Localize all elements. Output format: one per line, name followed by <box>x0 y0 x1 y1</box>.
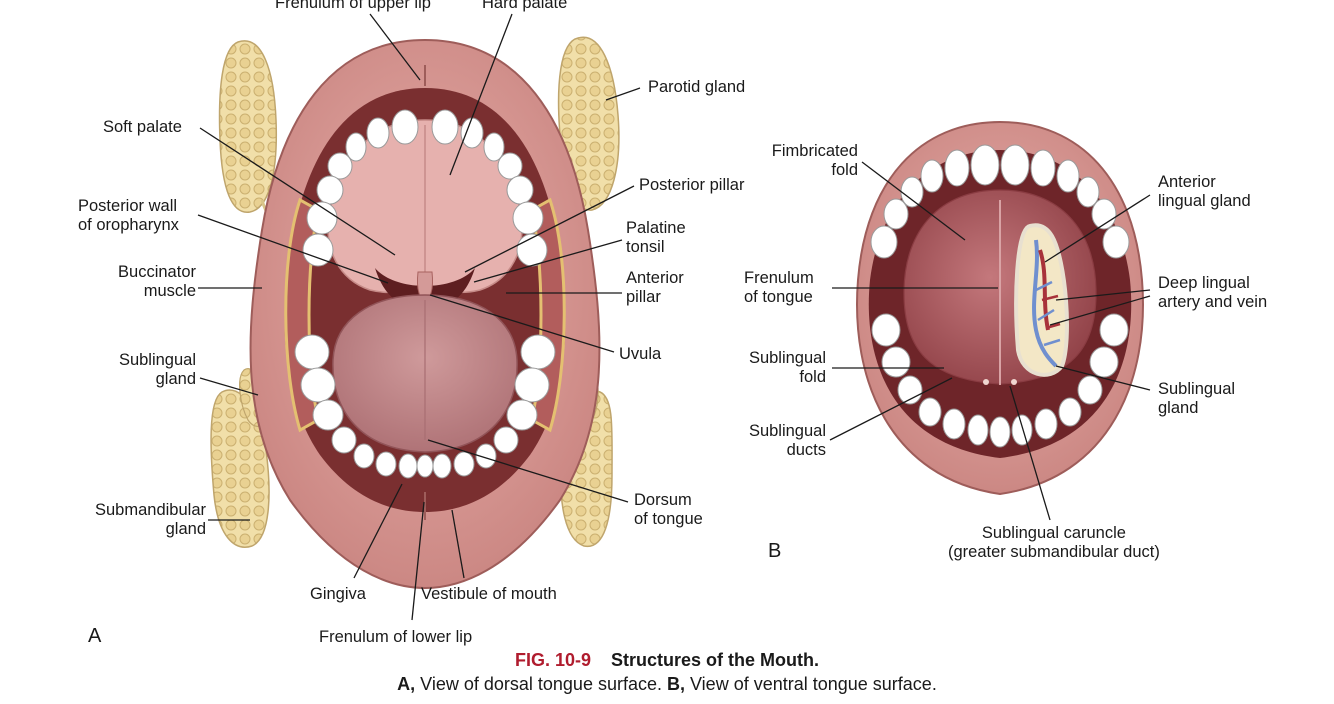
cutaway-window <box>1014 223 1069 377</box>
label-parotid-gland: Parotid gland <box>648 78 746 96</box>
label-submandibular-gland: Submandibular gland <box>95 501 206 538</box>
panel-a-leaders <box>197 13 641 621</box>
label-vestibule-of-mouth: Vestibule of mouth <box>421 585 557 603</box>
label-uvula: Uvula <box>619 345 662 363</box>
label-anterior-pillar: Anterior pillar <box>626 269 684 306</box>
caption-b-letter: B, <box>667 674 685 694</box>
label-deep-lingual-artery-vein: Deep lingual artery and vein <box>1158 274 1268 311</box>
figure-caption-body: A, View of dorsal tongue surface. B, Vie… <box>0 674 1334 695</box>
label-sublingual-gland-a: Sublingual gland <box>118 351 196 388</box>
upper-teeth-b <box>870 144 1130 259</box>
caption-b-text: View of ventral tongue surface. <box>685 674 937 694</box>
panel-b-drawing <box>856 120 1144 496</box>
label-sublingual-ducts: Sublingual ducts <box>748 422 826 459</box>
label-soft-palate: Soft palate <box>103 118 182 136</box>
label-posterior-wall-oropharynx: Posterior wall of oropharynx <box>78 197 179 234</box>
label-posterior-pillar: Posterior pillar <box>639 176 745 194</box>
label-hard-palate: Hard palate <box>482 0 568 12</box>
label-gingiva: Gingiva <box>310 585 366 603</box>
label-dorsum-of-tongue: Dorsum of tongue <box>634 491 703 528</box>
upper-teeth <box>302 109 548 267</box>
lower-teeth-b <box>871 313 1129 448</box>
label-palatine-tonsil: Palatine tonsil <box>626 219 686 256</box>
panel-b-leaders <box>829 161 1151 521</box>
label-sublingual-fold: Sublingual fold <box>748 349 826 386</box>
figure-number: FIG. 10-9 <box>514 650 591 670</box>
figure-title: Structures of the Mouth. <box>611 650 820 670</box>
label-buccinator-muscle: Buccinator muscle <box>118 263 196 300</box>
label-frenulum-lower-lip: Frenulum of lower lip <box>319 628 473 646</box>
label-anterior-lingual-gland: Anterior lingual gland <box>1158 173 1251 210</box>
parotid-gland-left <box>218 40 278 213</box>
figure-caption-title: FIG. 10-9 Structures of the Mouth. <box>0 650 1334 671</box>
panel-a-letter: A <box>88 625 102 647</box>
lower-teeth <box>294 334 556 479</box>
label-frenulum-of-tongue: Frenulum of tongue <box>744 269 814 306</box>
caption-a-letter: A, <box>397 674 416 694</box>
label-frenulum-upper-lip: Frenulum of upper lip <box>275 0 431 12</box>
label-sublingual-gland-b: Sublingual gland <box>1158 380 1236 417</box>
label-fimbricated-fold: Fimbricated fold <box>771 142 858 179</box>
caption-a-text: View of dorsal tongue surface. <box>415 674 667 694</box>
panel-a-drawing <box>210 36 620 590</box>
label-sublingual-caruncle: Sublingual caruncle (greater submandibul… <box>948 524 1160 561</box>
panel-b-letter: B <box>768 540 782 562</box>
